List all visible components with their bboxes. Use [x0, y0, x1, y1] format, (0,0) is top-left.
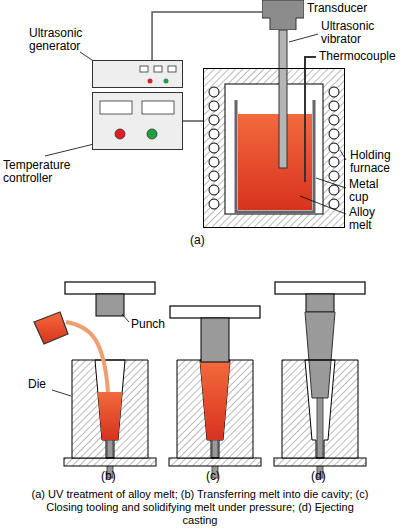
leader-line	[300, 196, 346, 214]
transducer-body	[262, 0, 304, 30]
panel-label: (d)	[311, 470, 341, 483]
generator-panel	[92, 60, 183, 88]
die-block	[177, 360, 253, 458]
heating-coil	[329, 143, 339, 153]
leader-line	[122, 314, 129, 322]
part-label: Ultrasonic vibrator	[321, 20, 397, 46]
part-label: Thermocouple	[319, 50, 399, 63]
controller-display	[100, 101, 132, 114]
node-label: Transducer	[307, 2, 397, 15]
die-block	[72, 360, 148, 458]
die-base	[274, 458, 366, 466]
generator-knob	[168, 66, 176, 72]
heating-coil	[329, 171, 339, 181]
figure-caption: (a) UV treatment of alloy melt; (b) Tran…	[30, 488, 370, 527]
generator-knob	[140, 66, 148, 72]
heating-coil	[209, 129, 219, 139]
leader-line	[52, 390, 71, 396]
wire	[183, 120, 203, 122]
heating-coil	[209, 87, 219, 97]
punch-plate	[65, 282, 155, 294]
die-base	[64, 458, 156, 466]
heating-coil	[209, 143, 219, 153]
punch-plate	[275, 282, 365, 294]
heating-coil	[329, 157, 339, 167]
furnace-cavity	[225, 84, 323, 214]
metal-cup	[236, 100, 314, 212]
alloy-melt	[238, 114, 312, 210]
leader-line	[340, 150, 346, 160]
generator-knob	[154, 66, 162, 72]
punch	[96, 294, 124, 316]
panel-label: (c)	[206, 470, 236, 483]
controller-display	[142, 101, 174, 114]
part-label: Alloy melt	[349, 206, 399, 232]
indicator-light	[148, 79, 153, 84]
furnace-box: Holding furnace	[203, 68, 345, 228]
heating-coil	[209, 115, 219, 125]
heating-coil	[209, 185, 219, 195]
heating-coil	[329, 199, 339, 209]
part-label: Punch	[131, 318, 171, 331]
heating-coil	[209, 101, 219, 111]
punch-plate	[170, 306, 260, 318]
heating-coil	[209, 157, 219, 167]
leader-line	[316, 178, 346, 188]
leader-line	[45, 144, 94, 156]
melt-stream	[66, 322, 108, 392]
furnace-wall	[203, 68, 345, 228]
node-label: Holding furnace	[350, 149, 400, 175]
heating-coil	[329, 101, 339, 111]
heating-coil	[209, 199, 219, 209]
controller-box: Temperature controller	[92, 92, 183, 150]
node-label: Ultrasonic generator	[29, 27, 101, 53]
heating-coil	[329, 129, 339, 139]
heating-coil	[209, 171, 219, 181]
part-label: Metal cup	[349, 178, 399, 204]
leader-line	[289, 34, 318, 42]
controller-button	[147, 129, 157, 139]
transducer: Transducer	[262, 0, 304, 30]
node-label: Temperature controller	[3, 159, 87, 185]
die-base	[169, 458, 261, 466]
heating-coil	[329, 87, 339, 97]
casting	[305, 312, 335, 398]
generator-box: Ultrasonic generator	[92, 60, 183, 88]
panel-label: (a)	[190, 234, 220, 247]
heating-coil	[329, 115, 339, 125]
wire	[152, 12, 262, 60]
thermocouple-rod	[305, 57, 316, 182]
alloy-melt	[200, 362, 230, 440]
punch	[201, 318, 229, 362]
panel-label: (b)	[101, 470, 131, 483]
vibrator-rod	[279, 30, 287, 168]
indicator-light	[164, 79, 169, 84]
controller-button	[115, 129, 125, 139]
alloy-melt	[98, 392, 122, 440]
ladle	[34, 312, 68, 344]
transducer-shape	[262, 0, 304, 30]
punch	[306, 294, 334, 312]
heating-coil	[329, 185, 339, 195]
part-label: Die	[28, 378, 58, 391]
die-block	[282, 360, 358, 458]
controller-panel	[92, 92, 183, 150]
